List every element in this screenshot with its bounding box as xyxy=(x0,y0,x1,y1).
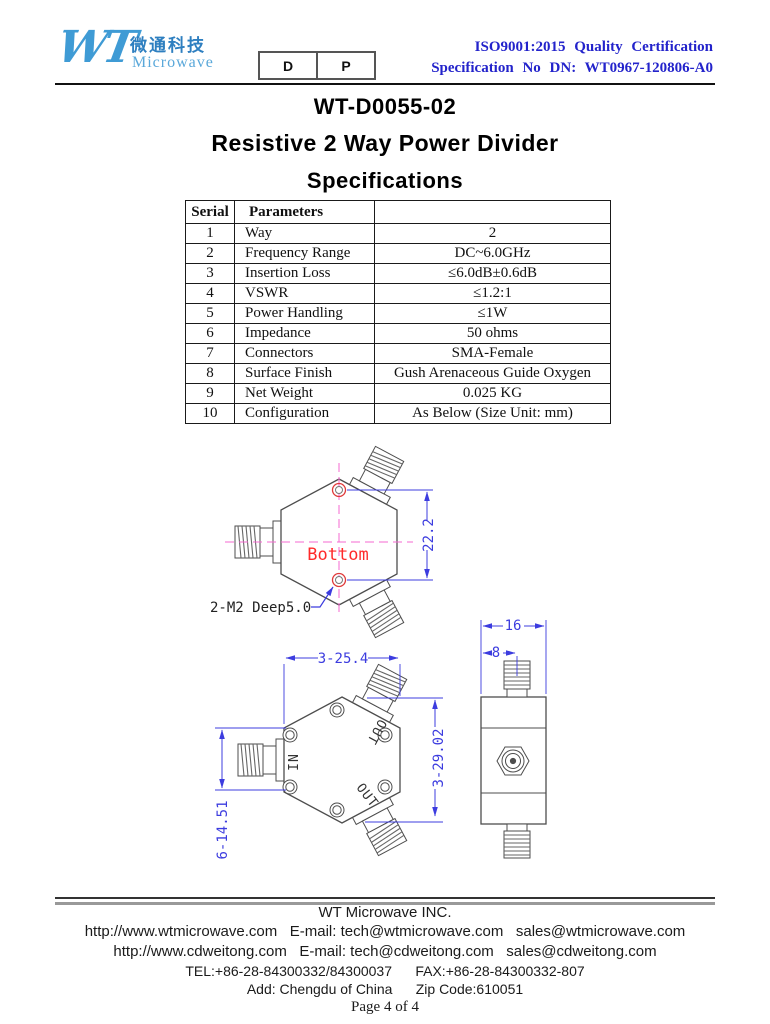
table-row: 1 Way 2 xyxy=(185,223,611,244)
spec-number-line: Specification No DN: WT0967-120806-A0 xyxy=(431,60,713,76)
mounting-hole xyxy=(335,486,343,494)
company-logo-subtitle: Microwave xyxy=(132,54,214,71)
mounting-hole-highlight xyxy=(331,482,347,498)
table-row: 3 Insertion Loss ≤6.0dB±0.6dB xyxy=(185,263,611,284)
dim-extension-lines xyxy=(283,664,401,724)
thread-note: 2-M2 Deep5.0 xyxy=(210,600,311,616)
dim-extension-lines xyxy=(215,727,286,791)
mounting-hole xyxy=(335,576,343,584)
dim-extension-lines xyxy=(365,697,443,823)
spec-table: Serial Parameters 1 Way 2 2 Frequency Ra… xyxy=(185,200,611,424)
table-row: 4 VSWR ≤1.2:1 xyxy=(185,283,611,304)
table-row: 5 Power Handling ≤1W xyxy=(185,303,611,324)
dim-hole-spacing: 22.2 xyxy=(421,518,437,552)
bottom-connector-neck xyxy=(506,823,528,832)
leader-line xyxy=(311,586,334,608)
drawing-front-view: IN OUT OUT 3-25.4 3-29.02 6-14.51 xyxy=(215,651,447,860)
dim-height: 3-29.02 xyxy=(431,728,447,787)
dim-extension-lines xyxy=(347,489,433,581)
footer-divider-thin xyxy=(55,897,715,899)
table-row: 8 Surface Finish Gush Arenaceous Guide O… xyxy=(185,363,611,384)
spec-table-header-row: Serial Parameters xyxy=(185,200,611,224)
thread-ridges xyxy=(504,834,530,856)
view-label-bottom: Bottom xyxy=(307,545,368,565)
page-title-product: Resistive 2 Way Power Divider xyxy=(211,130,559,156)
col-header-value xyxy=(374,200,611,224)
port-label-in: IN xyxy=(287,753,302,771)
page-title-model: WT-D0055-02 xyxy=(313,94,457,119)
footer-web-email-2: http://www.cdweitong.com E-mail: tech@cd… xyxy=(113,943,657,960)
drawing-side-view: 16 8 xyxy=(480,618,547,859)
company-logo-chinese: 微通科技 xyxy=(130,36,206,55)
mounting-hole-highlight xyxy=(331,572,347,588)
footer-divider-thick xyxy=(55,902,715,905)
table-row: 10 Configuration As Below (Size Unit: mm… xyxy=(185,403,611,424)
col-header-serial: Serial xyxy=(185,200,235,224)
footer-company: WT Microwave INC. xyxy=(318,904,452,921)
screw-holes xyxy=(282,702,393,818)
dim-width: 16 xyxy=(505,618,522,634)
dim-offset: 8 xyxy=(492,645,500,661)
footer-web-email-1: http://www.wtmicrowave.com E-mail: tech@… xyxy=(84,923,686,940)
sma-connector xyxy=(237,738,285,782)
certification-line: ISO9001:2015 Quality Certification xyxy=(474,39,713,55)
certification-block: ISO9001:2015 Quality Certification Speci… xyxy=(431,37,713,79)
drawing-bottom-view: 22.2 Bottom 2-M2 Deep5.0 xyxy=(210,443,437,641)
page-title-section: Specifications xyxy=(306,168,464,193)
col-header-parameters: Parameters xyxy=(234,200,375,224)
revision-cell-p: P xyxy=(316,53,374,78)
mechanical-drawings: 22.2 Bottom 2-M2 Deep5.0 IN OUT OUT xyxy=(210,443,547,860)
body-section-lines xyxy=(481,727,546,794)
header-divider xyxy=(55,83,715,85)
footer-page-number: Page 4 of 4 xyxy=(351,999,419,1015)
dim-hole-spacing: 6-14.51 xyxy=(215,800,231,859)
table-row: 7 Connectors SMA-Female xyxy=(185,343,611,364)
table-row: 9 Net Weight 0.025 KG xyxy=(185,383,611,404)
dim-width: 3-25.4 xyxy=(318,651,369,667)
sma-face xyxy=(496,746,530,776)
revision-box: D P xyxy=(258,51,376,80)
table-row: 6 Impedance 50 ohms xyxy=(185,323,611,344)
top-connector-neck xyxy=(506,688,528,698)
company-logo: WT xyxy=(53,22,137,73)
table-row: 2 Frequency Range DC~6.0GHz xyxy=(185,243,611,264)
dim-extension-lines xyxy=(480,620,547,694)
footer-address-zip: Add: Chengdu of China Zip Code:610051 xyxy=(246,981,524,997)
revision-cell-d: D xyxy=(282,57,294,74)
footer-tel-fax: TEL:+86-28-84300332/84300037 FAX:+86-28-… xyxy=(185,963,585,979)
